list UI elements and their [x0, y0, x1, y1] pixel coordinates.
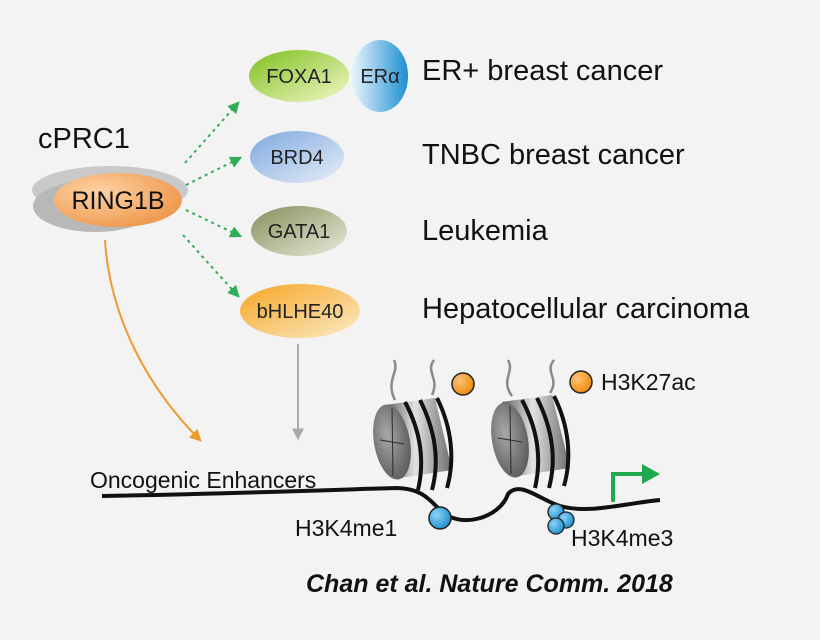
brd4-label: BRD4 [270, 147, 323, 169]
disease-er-breast: ER+ breast cancer [422, 55, 663, 87]
arrow-to-foxa1 [184, 101, 240, 164]
enhancer-label: Oncogenic Enhancers [90, 467, 316, 493]
foxa1-ellipse [249, 50, 349, 102]
era-label: ERα [360, 66, 399, 88]
arrow-to-bhlhe40 [182, 234, 240, 298]
disease-leukemia: Leukemia [422, 215, 549, 247]
h3k4me1-dot [428, 506, 452, 530]
arrow-to-brd4 [185, 156, 243, 186]
bhlhe40-label: bHLHE40 [257, 301, 344, 323]
h3k4me3-label: H3K4me3 [571, 525, 673, 551]
tss-arrow-head [642, 464, 660, 484]
histone-tail-1 [390, 359, 397, 401]
bhlhe40-ellipse [240, 284, 360, 338]
nucleosome-2 [491, 395, 571, 489]
histone-tail-4 [548, 359, 556, 394]
dna-strand [101, 485, 661, 522]
arrow-to-gata1 [185, 209, 243, 238]
citation: Chan et al. Nature Comm. 2018 [306, 570, 673, 598]
histone-tail-3 [506, 359, 514, 397]
h3k27ac-label: H3K27ac [601, 369, 696, 395]
arrow-ring1b-to-enhancers [104, 239, 202, 442]
brd4-ellipse [250, 131, 344, 183]
era-ellipse [352, 40, 408, 112]
h3k27ac-dot-1 [451, 372, 475, 396]
ring1b-ellipse [54, 173, 182, 227]
ring1b-label: RING1B [71, 187, 164, 215]
foxa1-label: FOXA1 [266, 66, 332, 88]
nucleosome-1 [373, 397, 454, 491]
h3k27ac-dot-2 [569, 370, 593, 394]
disease-hcc: Hepatocellular carcinoma [422, 293, 750, 325]
h3k4me3-dots [547, 503, 575, 535]
gata1-label: GATA1 [268, 221, 331, 243]
gata1-ellipse [251, 206, 347, 256]
h3k4me1-label: H3K4me1 [295, 515, 397, 541]
histone-tail-2 [429, 359, 436, 396]
cprc1-label: cPRC1 [38, 123, 130, 155]
tss-arrow-stem [611, 472, 645, 502]
disease-tnbc: TNBC breast cancer [422, 139, 685, 171]
